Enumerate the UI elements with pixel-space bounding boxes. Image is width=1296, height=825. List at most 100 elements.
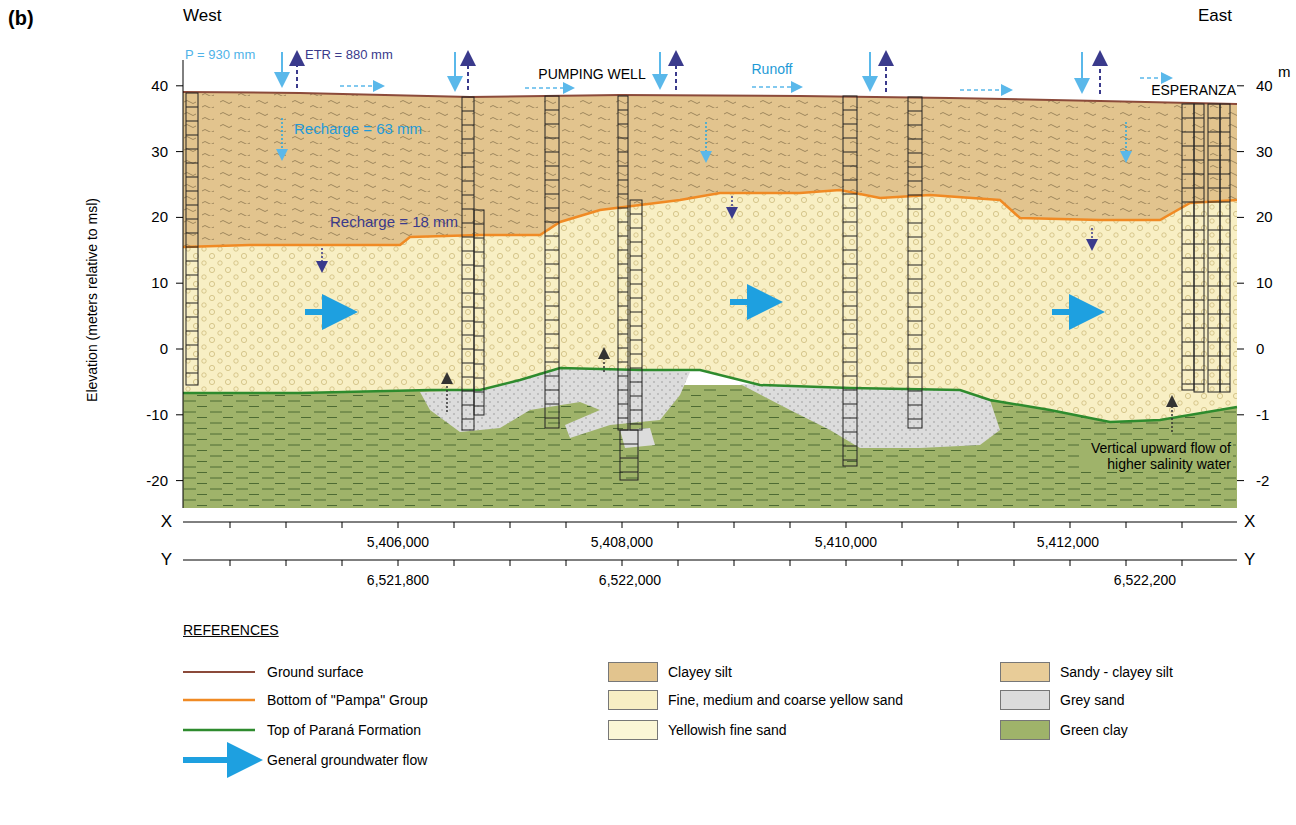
well-tick: [545, 376, 559, 377]
axis-tick: [958, 560, 959, 566]
well-tick: [908, 405, 922, 406]
well-tick: [1208, 188, 1220, 189]
axis-tick: [790, 522, 791, 528]
well-tick: [186, 219, 198, 220]
well-tick: [1208, 286, 1220, 287]
well-tick: [843, 320, 857, 321]
well-tick: [1208, 244, 1220, 245]
well-tick: [843, 264, 857, 265]
well-tick: [1220, 216, 1230, 217]
well-tick: [843, 208, 857, 209]
well-column: [908, 97, 922, 428]
well-tick: [908, 125, 922, 126]
legend-text: Sandy - clayey silt: [1060, 664, 1173, 680]
well-tick: [545, 208, 559, 209]
well-tick: [462, 195, 474, 196]
well-tick: [462, 419, 474, 420]
well-tick: [618, 320, 628, 321]
well-tick: [843, 292, 857, 293]
well-tick: [462, 237, 474, 238]
axis-tick: [1237, 217, 1244, 218]
axis-label: 6,522,200: [1114, 572, 1176, 588]
well-tick: [1220, 300, 1230, 301]
direction-label: West: [183, 6, 221, 26]
well-column: [462, 97, 474, 430]
well-tick: [186, 205, 198, 206]
axis-tick: [846, 560, 847, 566]
well-tick: [1182, 244, 1194, 245]
axis-tick: [622, 560, 623, 566]
well-tick: [618, 376, 628, 377]
well-tick: [843, 446, 857, 447]
well-tick: [186, 289, 198, 290]
well-tick: [1194, 216, 1204, 217]
well-tick: [908, 307, 922, 308]
well-tick: [545, 418, 559, 419]
well-tick: [908, 391, 922, 392]
well-tick: [474, 280, 484, 281]
well-column: [474, 210, 484, 415]
well-tick: [1194, 146, 1204, 147]
well-column: [545, 96, 559, 428]
well-tick: [545, 194, 559, 195]
well-tick: [1194, 300, 1204, 301]
well-tick: [1220, 160, 1230, 161]
well-tick: [1220, 384, 1230, 385]
well-tick: [618, 348, 628, 349]
well-tick: [618, 208, 628, 209]
well-tick: [908, 335, 922, 336]
axis-title: Elevation (meters relative to msl): [84, 198, 100, 402]
well-tick: [545, 166, 559, 167]
well-tick: [545, 348, 559, 349]
well-tick: [908, 251, 922, 252]
well-tick: [1194, 384, 1204, 385]
well-tick: [620, 458, 638, 459]
axis-tick: [454, 560, 455, 566]
axis-label: Y: [161, 550, 172, 570]
well-tick: [1220, 286, 1230, 287]
axis-tick: [1014, 522, 1015, 528]
well-tick: [630, 368, 642, 369]
well-tick: [620, 444, 638, 445]
axis-label: X: [161, 512, 172, 532]
well-tick: [545, 124, 559, 125]
well-tick: [618, 124, 628, 125]
well-tick: [1194, 118, 1204, 119]
well-tick: [630, 228, 642, 229]
well-tick: [474, 266, 484, 267]
well-tick: [618, 390, 628, 391]
axis-label: X: [1244, 512, 1255, 532]
well-tick: [1194, 244, 1204, 245]
well-tick: [462, 391, 474, 392]
well-tick: [474, 224, 484, 225]
axis-tick: [1237, 151, 1244, 152]
well-label: PUMPING WELL: [538, 66, 645, 82]
well-tick: [618, 292, 628, 293]
axis-tick: [286, 560, 287, 566]
well-column: [1208, 104, 1220, 392]
well-tick: [618, 152, 628, 153]
well-tick: [908, 139, 922, 140]
well-tick: [545, 236, 559, 237]
legend-text: Yellowish fine sand: [668, 722, 787, 738]
axis-tick: [958, 522, 959, 528]
well-tick: [1220, 132, 1230, 133]
well-tick: [843, 404, 857, 405]
well-column: [186, 93, 198, 385]
well-tick: [1194, 342, 1204, 343]
axis-tick: [342, 560, 343, 566]
axis-label: 5,410,000: [815, 534, 877, 550]
well-tick: [1182, 356, 1194, 357]
well-tick: [462, 111, 474, 112]
well-tick: [462, 335, 474, 336]
well-tick: [1194, 328, 1204, 329]
well-tick: [908, 209, 922, 210]
well-tick: [618, 278, 628, 279]
well-tick: [1208, 314, 1220, 315]
well-tick: [1182, 132, 1194, 133]
axis-tick: [734, 560, 735, 566]
axis-tick: [1237, 414, 1244, 415]
well-tick: [908, 377, 922, 378]
well-tick: [462, 139, 474, 140]
well-tick: [474, 336, 484, 337]
